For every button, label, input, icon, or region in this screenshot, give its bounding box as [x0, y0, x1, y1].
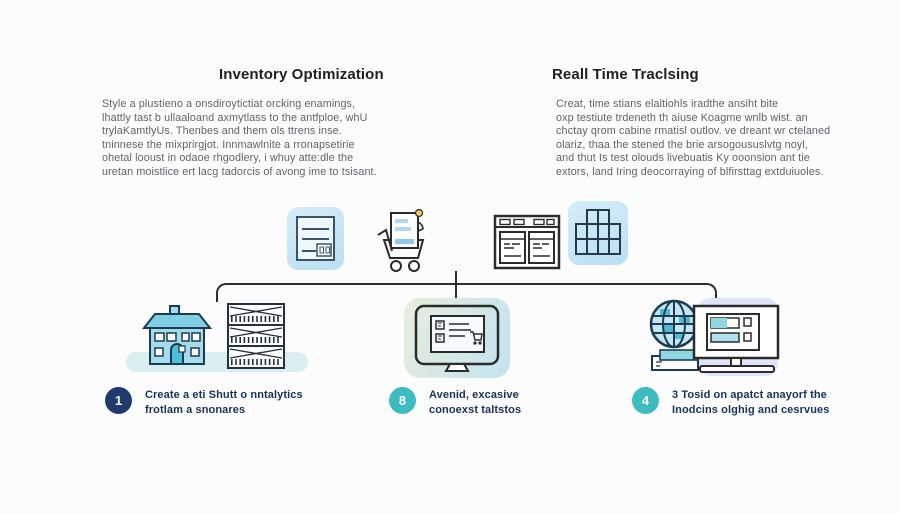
stacked-crates-icon: [568, 201, 628, 265]
connector-center-line: [455, 271, 457, 299]
step-1-badge: 1: [105, 387, 132, 414]
invoice-card: [287, 207, 344, 270]
house-icon: [136, 304, 218, 368]
desktop-monitor-icon: [680, 302, 792, 378]
data-table-icon: [493, 213, 561, 271]
shopping-cart-icon: [369, 205, 437, 277]
section-title-inventory: Inventory Optimization: [219, 66, 384, 83]
section-title-tracking: Reall Time Traclsing: [552, 66, 699, 83]
step-item-2: 8 Avenid, excasive conoexst taltstos: [389, 387, 521, 417]
step-2-badge: 8: [389, 387, 416, 414]
monitor-card: [404, 298, 510, 378]
step-item-1: 1 Create a eti Shutt o nntalytics frotla…: [105, 387, 303, 417]
section-body-tracking: Creat, time stians elaltiohls iradthe an…: [556, 98, 831, 178]
invoice-document-icon: [287, 207, 344, 270]
step-item-3: 4 3 Tosid on apatct anayorf the Inodcins…: [632, 387, 829, 417]
step-1-label: Create a eti Shutt o nntalytics frotlam …: [145, 389, 303, 416]
order-monitor-icon: [404, 298, 510, 378]
section-body-inventory: Style a plustieno a onsdiroytictiat orck…: [102, 98, 377, 178]
step-3-label: 3 Tosid on apatct anayorf the Inodcins o…: [672, 389, 830, 416]
step-3-badge: 4: [632, 387, 659, 414]
connector-bracket: [216, 283, 717, 302]
crates-card: [568, 201, 628, 265]
shelving-rack-icon: [224, 300, 288, 372]
step-2-label: Avenid, excasive conoexst taltstos: [429, 389, 522, 416]
